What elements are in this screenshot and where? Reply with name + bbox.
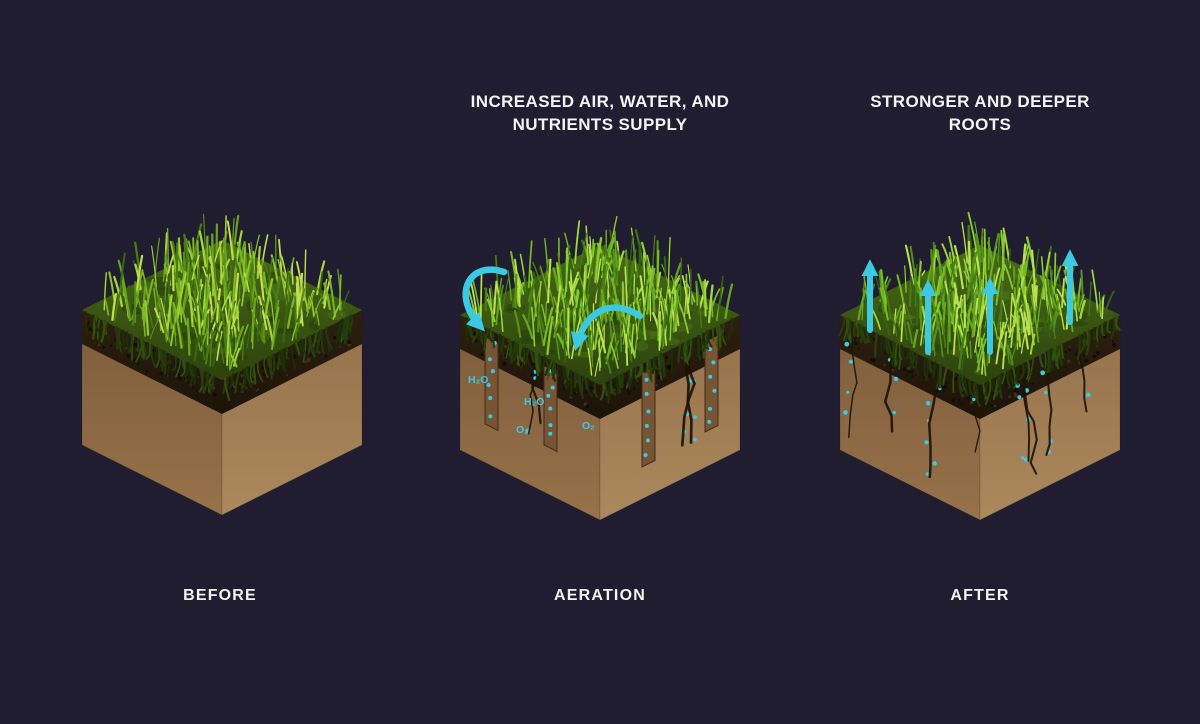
soil-label-o2: O₂ [582,420,595,432]
caption-after: AFTER [950,587,1010,604]
curved-down-arrow-icon [571,304,644,352]
before-block-illustration [81,213,363,516]
header-after-line2: ROOTS [948,115,1012,134]
header-aeration: INCREASED AIR, WATER, AND NUTRIENTS SUPP… [420,90,780,136]
soil-label-o2: O₂ [516,424,529,436]
soil-label-h2o: H₂O [468,374,488,386]
grass-fringe [838,315,1121,408]
header-aeration-line2: NUTRIENTS SUPPLY [512,115,688,134]
after-block-illustration [838,211,1121,521]
header-after: STRONGER AND DEEPER ROOTS [800,90,1160,136]
overlay [861,249,1079,355]
header-aeration-line1: INCREASED AIR, WATER, AND [470,92,730,111]
roots [843,331,1091,479]
caption-aeration: AERATION [554,587,646,604]
soil-label-h2o: H₂O [524,396,544,408]
caption-before: BEFORE [183,587,257,604]
curved-down-arrow-icon [462,266,508,332]
grass-fringe [85,311,354,401]
header-after-line1: STRONGER AND DEEPER [870,92,1090,111]
grass-blades [103,213,350,371]
aeration-block-illustration: H₂O H₂O O₂ O₂ [459,215,741,521]
overlay: H₂O H₂O O₂ O₂ [462,266,644,436]
